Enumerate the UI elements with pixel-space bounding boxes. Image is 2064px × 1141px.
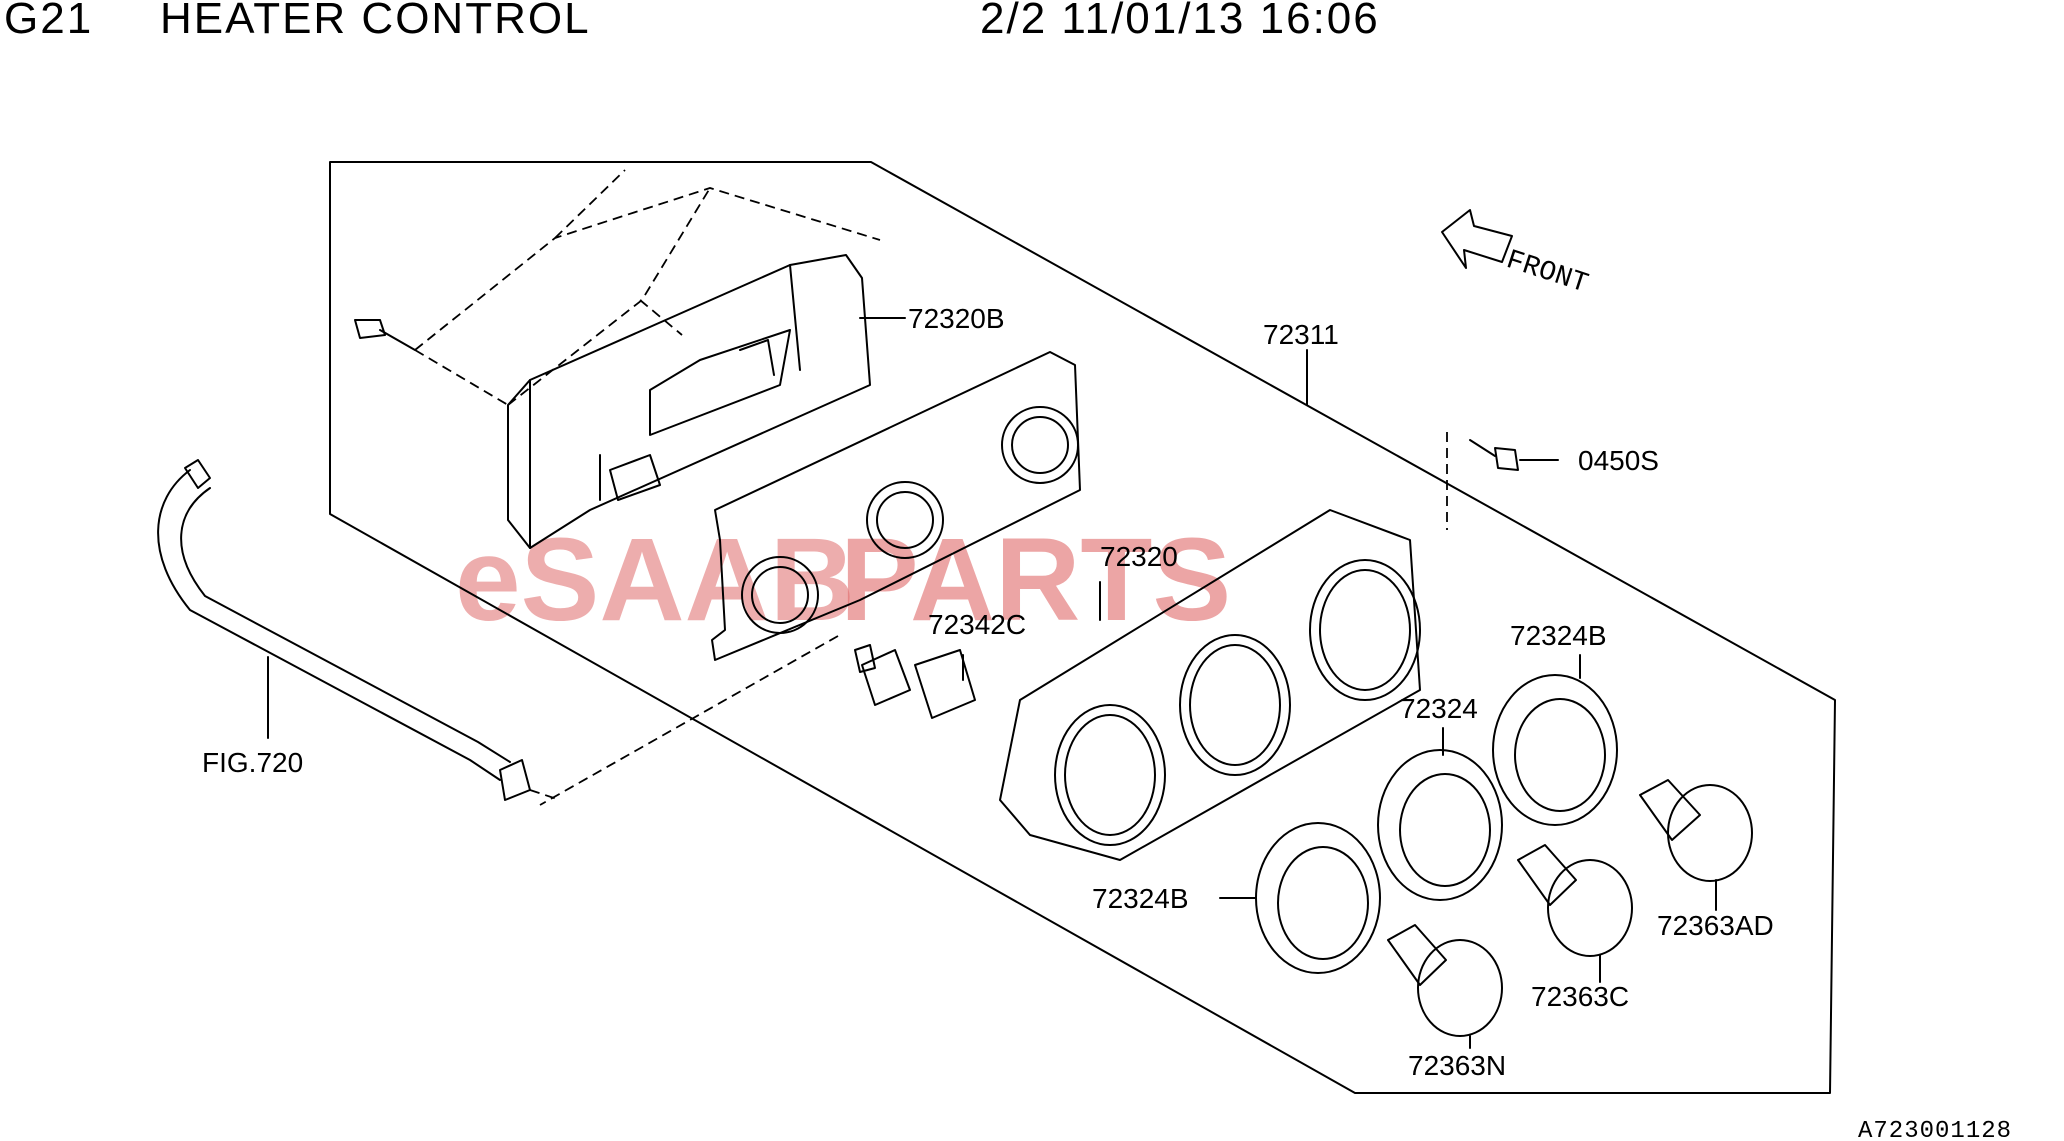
ring-72324b-right xyxy=(1492,674,1618,826)
rear-housing xyxy=(354,169,881,549)
knob-72363ad xyxy=(1639,779,1753,882)
knob-72363n xyxy=(1387,924,1503,1037)
assembly-outline xyxy=(329,161,1836,1094)
callout-72342c: 72342C xyxy=(928,609,1026,640)
page-date-stamp: 2/2 11/01/13 16:06 xyxy=(980,0,1380,43)
ring-72324b-left xyxy=(1255,822,1381,974)
callout-fig-720: FIG.720 xyxy=(202,747,303,778)
callout-72324: 72324 xyxy=(1400,693,1478,724)
callout-0450s: 0450S xyxy=(1578,445,1659,476)
control-panel-plate xyxy=(711,351,1081,661)
callout-72324b-left: 72324B xyxy=(1092,883,1189,914)
ring-72324 xyxy=(1377,749,1503,901)
watermark-suffix: PARTS xyxy=(840,514,1231,646)
callout-72320b: 72320B xyxy=(908,303,1005,334)
front-arrow-icon: FRONT xyxy=(1441,209,1592,301)
callout-72363ad: 72363AD xyxy=(1657,910,1774,941)
diagram-title: HEATER CONTROL xyxy=(160,0,591,43)
watermark: eSAAB PARTS xyxy=(455,514,1231,646)
figure-code: G21 xyxy=(4,0,94,43)
callout-72311: 72311 xyxy=(1263,319,1339,350)
knob-72363c xyxy=(1517,844,1633,957)
drawing-id: A723001128 xyxy=(1858,1118,2012,1141)
screw-0450s xyxy=(1446,432,1519,530)
control-cable xyxy=(157,459,561,801)
callout-72363c: 72363C xyxy=(1531,981,1629,1012)
callout-72363n: 72363N xyxy=(1408,1050,1506,1081)
bulb-socket xyxy=(539,635,976,806)
callout-72324b-right: 72324B xyxy=(1510,620,1607,651)
callout-72320: 72320 xyxy=(1100,541,1178,572)
front-label: FRONT xyxy=(1502,245,1591,300)
leader-lines xyxy=(267,317,1717,1049)
bezel-72320 xyxy=(999,509,1421,861)
